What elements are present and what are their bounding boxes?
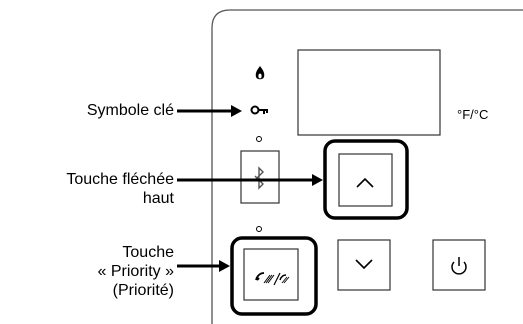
flame-icon xyxy=(255,66,265,80)
priority-indicator-led xyxy=(256,226,262,232)
bluetooth-icon xyxy=(254,166,264,190)
temperature-unit-label: °F/°C xyxy=(457,107,489,122)
chevron-down-icon xyxy=(355,259,373,270)
power-button[interactable] xyxy=(432,239,486,291)
priority-icon xyxy=(255,272,290,286)
key-icon xyxy=(250,105,268,115)
chevron-up-icon xyxy=(356,177,374,188)
power-icon xyxy=(451,257,467,275)
down-arrow-button[interactable] xyxy=(337,239,391,291)
arrow-to-key-symbol xyxy=(177,105,242,117)
key-symbol-label: Symbole clé xyxy=(86,102,174,119)
bluetooth-indicator-led xyxy=(256,136,262,142)
priority-label-line3: (Priorité) xyxy=(112,282,174,299)
priority-label-line2: « Priority » xyxy=(97,263,174,280)
priority-button[interactable] xyxy=(230,236,318,316)
lcd-display xyxy=(297,49,441,136)
arrow-to-up-button[interactable] xyxy=(177,174,323,186)
priority-label-line1: Touche xyxy=(122,244,174,261)
bluetooth-button[interactable] xyxy=(240,150,280,204)
arrow-to-priority-button xyxy=(177,260,230,272)
up-arrow-label-line1: Touche fléchée xyxy=(66,171,174,188)
priority-label: Touche « Priority » (Priorité) xyxy=(98,243,174,300)
up-arrow-label: Touche fléchée haut xyxy=(66,170,174,208)
up-arrow-button[interactable] xyxy=(323,139,409,220)
up-arrow-label-line2: haut xyxy=(142,190,174,207)
panel-outline xyxy=(211,9,523,324)
